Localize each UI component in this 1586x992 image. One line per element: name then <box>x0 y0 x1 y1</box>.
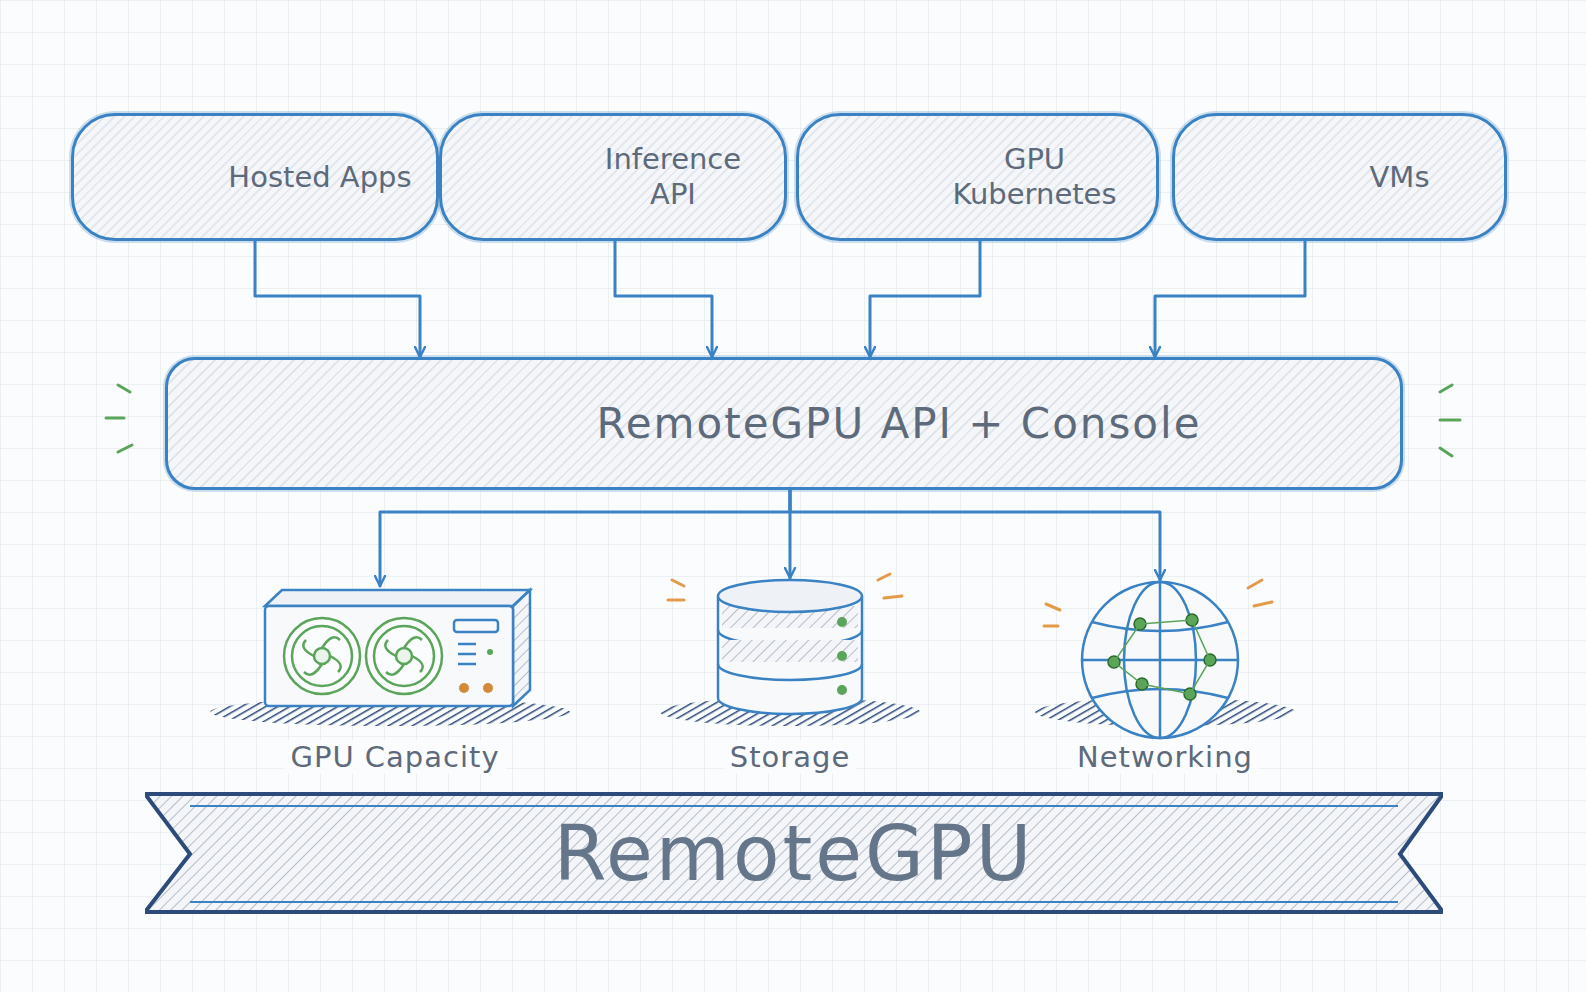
flow-connector <box>790 490 1160 580</box>
node-label: GPU Kubernetes <box>929 142 1140 212</box>
resource-item: Storage <box>690 578 890 774</box>
api-console-bar: RemoteGPU API + Console <box>165 357 1403 490</box>
node-label: Hosted Apps <box>228 160 411 195</box>
flow-connector <box>870 241 980 357</box>
gpu-card-illustration <box>210 590 570 726</box>
resource-label: Networking <box>1071 740 1259 774</box>
service-pill: Hosted Apps <box>71 113 439 241</box>
node-label: VMs <box>1370 160 1430 195</box>
network-globe-illustration <box>1035 582 1295 738</box>
brand-banner: RemoteGPU <box>145 788 1443 918</box>
node-label: RemoteGPU API + Console <box>596 399 1201 448</box>
resource-label: Storage <box>724 740 856 774</box>
flow-connector <box>615 241 712 357</box>
service-pill: VMs <box>1172 113 1507 241</box>
flow-connector <box>255 241 420 357</box>
resource-item: GPU Capacity <box>240 586 550 774</box>
node-label: Inference API <box>582 142 764 212</box>
resource-item: Networking <box>1030 580 1300 774</box>
flow-connector <box>380 490 790 586</box>
node-label: RemoteGPU <box>554 809 1035 898</box>
storage-database-illustration <box>660 580 920 726</box>
flow-connector <box>1155 241 1305 357</box>
service-pill: GPU Kubernetes <box>796 113 1159 241</box>
resource-label: GPU Capacity <box>284 740 505 774</box>
service-pill: Inference API <box>439 113 787 241</box>
